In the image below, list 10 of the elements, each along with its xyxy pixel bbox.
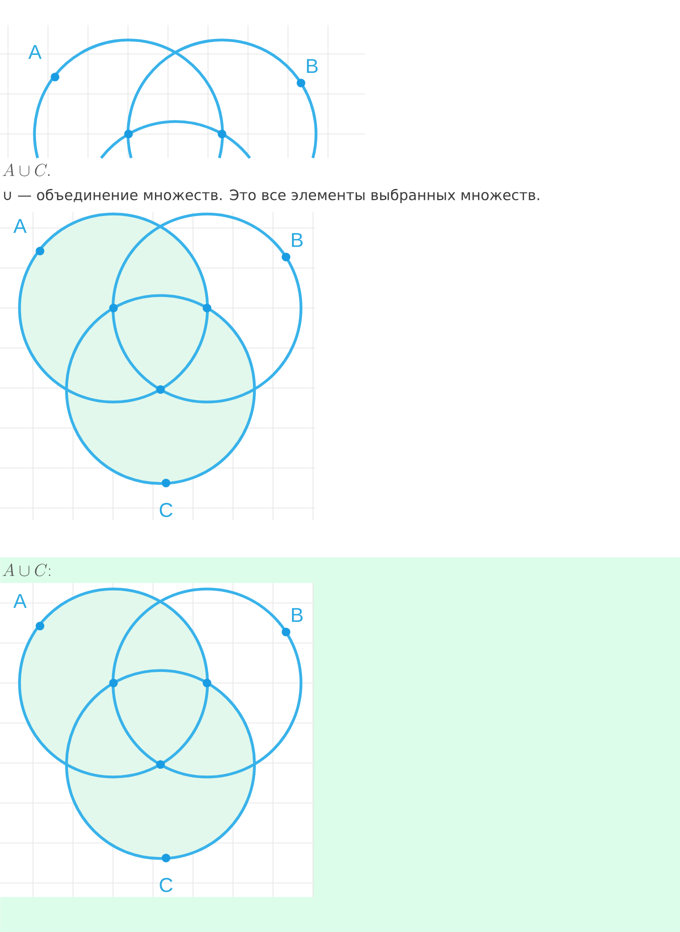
set-label: B <box>292 233 303 247</box>
set-label: B <box>292 608 303 622</box>
set-label: C <box>160 878 172 892</box>
formula: $A \cup C.$ <box>2 164 50 176</box>
set-label: A <box>13 219 27 233</box>
set-label: B <box>306 59 318 73</box>
set-label: A <box>13 594 27 608</box>
set-label: A <box>28 45 42 59</box>
definition-text: ∪ — объединение множеств. Это все элементы выбранных множеств. <box>4 188 540 204</box>
set-label: C <box>160 502 172 518</box>
